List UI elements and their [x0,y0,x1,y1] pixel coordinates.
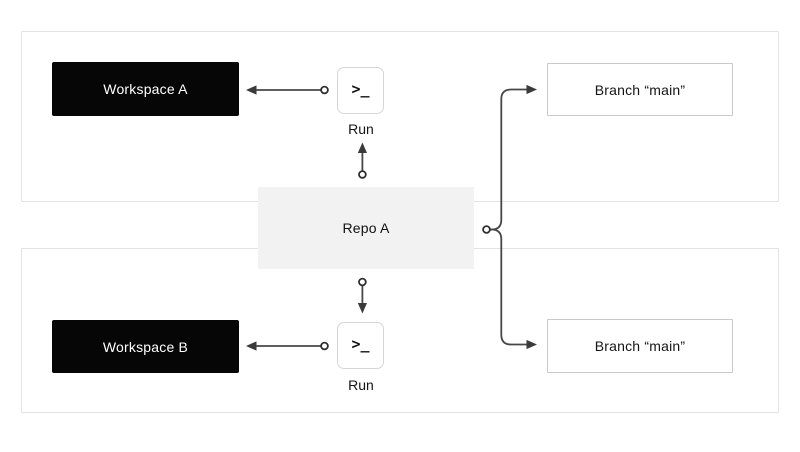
workspace-b-label: Workspace B [102,338,189,355]
run-label-top: Run [348,121,374,137]
repo-a-node: Repo A [258,187,474,269]
terminal-prompt-icon: >_ [351,79,370,98]
branch-main-top-label: Branch “main” [594,81,686,98]
repo-a-label: Repo A [342,220,390,236]
branch-main-bottom-node: Branch “main” [547,319,733,373]
run-terminal-top-node: >_ [337,67,384,114]
workspace-a-node: Workspace A [52,62,239,116]
edge-source-node-icon [482,225,491,234]
workspace-b-node: Workspace B [52,320,239,373]
run-label-bottom: Run [348,377,374,393]
run-terminal-bottom-node: >_ [337,322,384,369]
workspace-a-section-frame [21,31,779,202]
workspace-a-label: Workspace A [103,81,188,97]
branch-main-top-node: Branch “main” [547,63,733,116]
branch-main-bottom-label: Branch “main” [594,338,686,354]
terminal-prompt-icon: >_ [351,334,370,353]
